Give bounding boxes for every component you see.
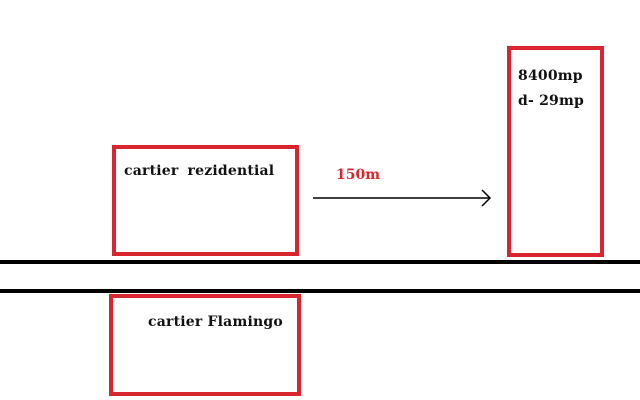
residential-district-box: cartier rezidential <box>112 145 299 256</box>
distance-label: 150m <box>336 167 381 183</box>
flamingo-district-label: cartier Flamingo <box>148 314 283 330</box>
residential-district-label: cartier rezidential <box>124 163 275 179</box>
road-edge-top <box>0 260 640 264</box>
road-edge-bottom <box>0 289 640 293</box>
lot-distance-label: d- 29mp <box>518 93 584 109</box>
distance-arrow-icon <box>313 189 492 207</box>
lot-box: 8400mp d- 29mp <box>507 46 604 257</box>
lot-area-label: 8400mp <box>518 68 583 84</box>
flamingo-district-box: cartier Flamingo <box>109 294 301 396</box>
